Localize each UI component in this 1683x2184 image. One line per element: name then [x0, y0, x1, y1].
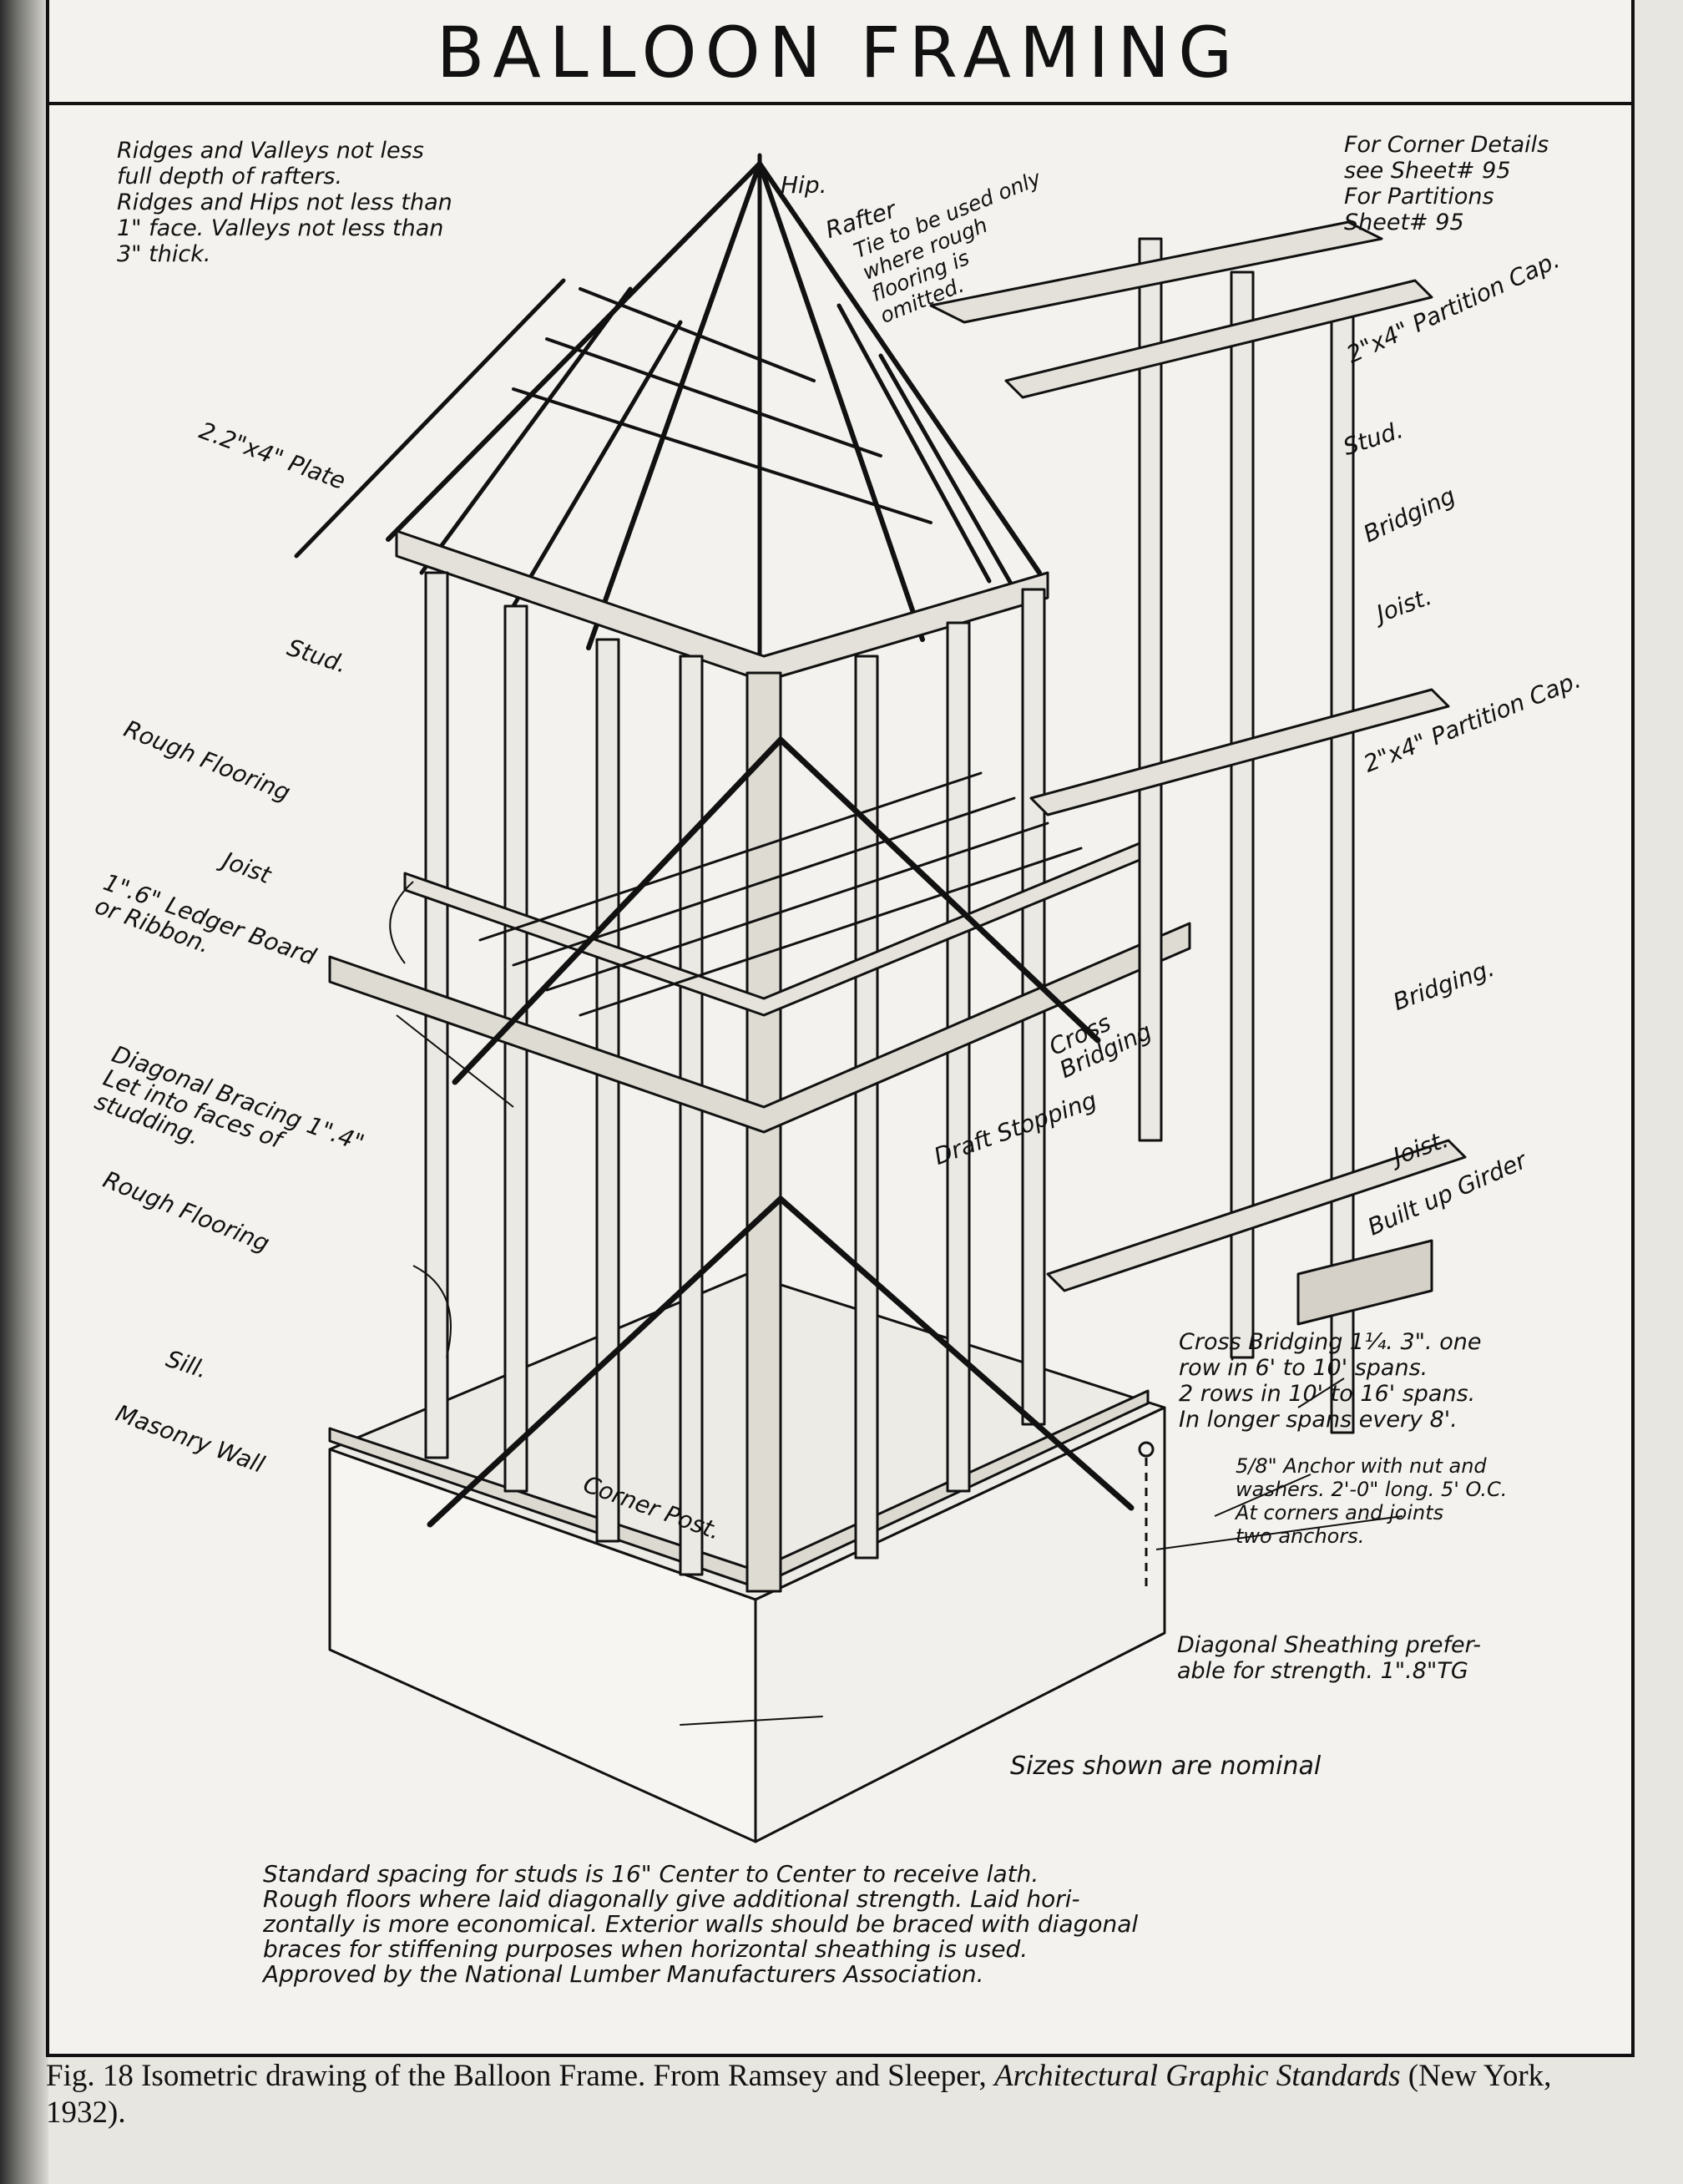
ridges-valleys-note: Ridges and Valleys not less full depth o…	[117, 138, 452, 267]
anchor-note: 5/8" Anchor with nut and washers. 2'-0" …	[1236, 1454, 1508, 1548]
roof-hip	[294, 153, 1042, 717]
plate-title: BALLOON FRAMING	[436, 12, 1241, 94]
caption-suffix: (New York, 1932).	[46, 2059, 1552, 2130]
cross-bridging-note: Cross Bridging 1¼. 3". one row in 6' to …	[1179, 1329, 1482, 1433]
figure-caption: Fig. 18 Isometric drawing of the Balloon…	[46, 2058, 1632, 2131]
label-hip: Hip.	[781, 171, 827, 199]
title-bar: BALLOON FRAMING	[46, 0, 1631, 105]
page-gutter-shadow	[0, 0, 48, 2184]
caption-prefix: Fig. 18 Isometric drawing of the Balloon…	[46, 2059, 995, 2093]
sizes-note: Sizes shown are nominal	[1010, 1752, 1322, 1781]
top-plate	[395, 529, 1049, 683]
sheathing-note: Diagonal Sheathing prefer- able for stre…	[1177, 1632, 1482, 1684]
standard-spacing-note: Standard spacing for studs is 16" Center…	[263, 1860, 1139, 1988]
caption-book-title: Architectural Graphic Standards	[994, 2059, 1401, 2093]
corner-details-note: For Corner Details see Sheet# 95 For Par…	[1344, 132, 1549, 235]
balloon-frame-drawing	[294, 153, 1467, 1843]
partition-frame	[929, 220, 1467, 1434]
anchor-bolt	[1138, 1441, 1155, 1591]
leader-lines	[389, 881, 1403, 1550]
diagonal-bracing	[427, 736, 1135, 1528]
